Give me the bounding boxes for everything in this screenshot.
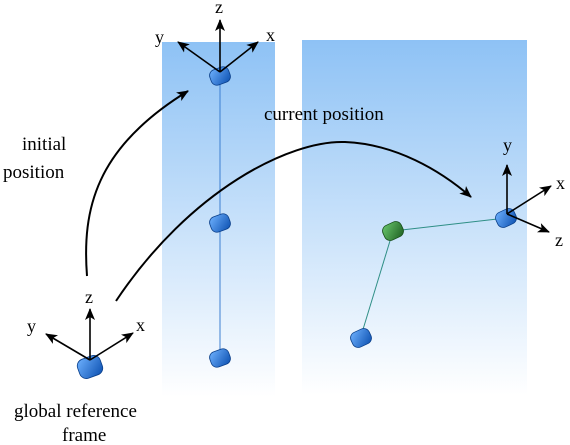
- current-position-label: current position: [264, 104, 384, 125]
- current-frame-axes: [502, 164, 552, 233]
- global-frame-label-line2: frame: [62, 425, 106, 445]
- global-frame-axes: [45, 308, 134, 361]
- initial-y-label: y: [155, 27, 164, 47]
- initial-position-label-line2: position: [3, 162, 65, 183]
- current-z-label: z: [555, 230, 563, 250]
- initial-position-arrow: [85, 90, 189, 277]
- global-frame-label-line1: global reference: [14, 401, 137, 422]
- initial-x-label: x: [266, 25, 275, 45]
- current-x-label: x: [556, 173, 565, 193]
- initial-joint-top: [209, 66, 231, 86]
- current-link-upper: [392, 217, 507, 232]
- initial-joint-middle: [209, 213, 231, 233]
- current-joint-green: [382, 221, 404, 241]
- initial-joint-bottom: [209, 348, 231, 368]
- current-joint-bottom: [350, 328, 372, 348]
- initial-position-label-line1: initial: [22, 134, 66, 155]
- global-y-label: y: [27, 316, 36, 336]
- current-joint-end: [495, 208, 517, 228]
- global-z-label: z: [85, 287, 93, 307]
- initial-frame-axes: [177, 19, 259, 73]
- current-position-arrow: [115, 140, 472, 302]
- current-link-lower: [360, 230, 394, 337]
- initial-z-label: z: [215, 0, 223, 17]
- global-x-label: x: [136, 315, 145, 335]
- current-panel: [302, 40, 527, 395]
- current-y-label: y: [503, 135, 512, 155]
